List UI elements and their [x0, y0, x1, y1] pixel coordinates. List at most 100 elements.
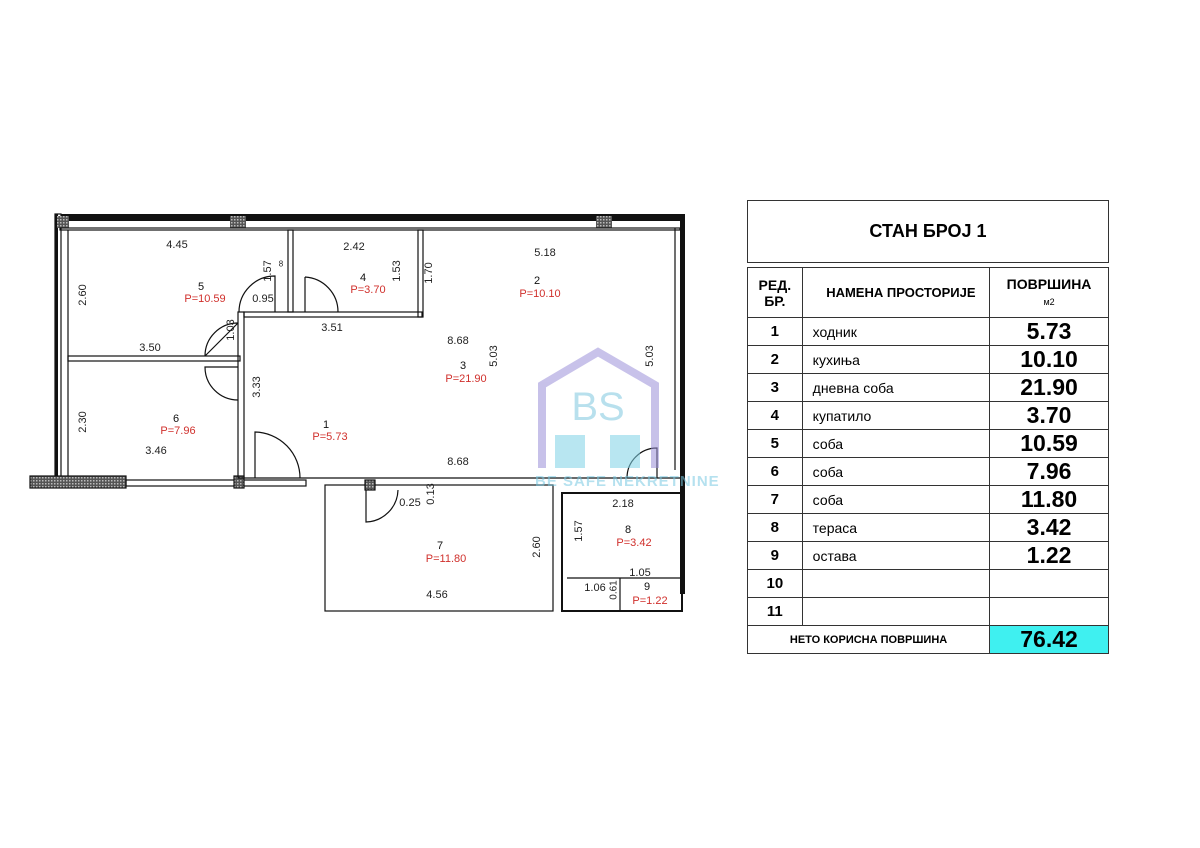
room-number: 2: [533, 275, 541, 287]
room-area-value: [989, 569, 1109, 598]
room-name: ходник: [801, 317, 991, 346]
room-area-value: 21.90: [989, 373, 1109, 402]
dimension: 2.18: [612, 498, 634, 510]
dimension: 2.60: [77, 284, 89, 306]
row-number: 5: [747, 429, 803, 458]
dimension: 4.56: [426, 589, 448, 601]
dimension: 2.30: [77, 411, 89, 433]
row-number: 6: [747, 457, 803, 486]
net-area-label: НЕТО КОРИСНА ПОВРШИНА: [746, 625, 991, 654]
dimension: 1.57: [262, 260, 274, 282]
dimension: 0.13: [425, 483, 437, 505]
net-area-row: НЕТО КОРИСНА ПОВРШИНА 76.42: [746, 625, 1109, 654]
room-area: P=10.10: [519, 288, 561, 300]
dimension: 1.70: [423, 262, 435, 284]
room-number: 3: [459, 360, 467, 372]
dimension: 0.25: [399, 497, 421, 509]
room-area-value: 10.59: [989, 429, 1109, 458]
room-name: остава: [801, 541, 991, 570]
dimension: 5.03: [488, 345, 500, 367]
room-name: тераса: [801, 513, 991, 542]
room-area-value: [989, 597, 1109, 626]
dimension: 3.50: [139, 342, 161, 354]
room-name: соба: [801, 457, 991, 486]
room-area: P=21.90: [445, 373, 487, 385]
room-number: 8: [624, 524, 632, 536]
dimension: 8.68: [447, 335, 469, 347]
room-area-value: 7.96: [989, 457, 1109, 486]
dimension: 5.18: [534, 247, 556, 259]
dimension: 3.51: [321, 322, 343, 334]
dimension: 4.45: [166, 239, 188, 251]
room-number: 1: [322, 419, 330, 431]
dimension: 2.42: [343, 241, 365, 253]
room-area: P=7.96: [160, 425, 196, 437]
row-number: 10: [747, 569, 803, 598]
room-number: 9: [643, 581, 651, 593]
header-no: РЕД. БР.: [747, 267, 803, 318]
dimension: 8: [278, 259, 284, 269]
room-number: 5: [197, 281, 205, 293]
dimension: 0.61: [608, 580, 620, 600]
room-area: P=3.70: [350, 284, 386, 296]
row-number: 3: [747, 373, 803, 402]
room-area-value: 3.42: [989, 513, 1109, 542]
room-number: 4: [359, 272, 367, 284]
row-number: 4: [747, 401, 803, 430]
dimension: 1.05: [629, 567, 651, 579]
table-row: 10: [747, 569, 1109, 598]
room-area: P=10.59: [184, 293, 226, 305]
row-number: 8: [747, 513, 803, 542]
watermark-logo: BS: [538, 347, 659, 468]
room-name: купатило: [801, 401, 991, 430]
room-area-value: 3.70: [989, 401, 1109, 430]
room-area: P=5.73: [312, 431, 348, 443]
table-row: 11: [747, 597, 1109, 626]
room-area: P=11.80: [425, 553, 467, 565]
room-area-value: 1.22: [989, 541, 1109, 570]
room-area: P=1.22: [632, 595, 668, 607]
room-area: P=3.42: [616, 537, 652, 549]
dimension: 1.06: [584, 582, 606, 594]
room-name: [801, 597, 991, 626]
room-name: соба: [801, 429, 991, 458]
room-name: дневна соба: [801, 373, 991, 402]
net-area-value: 76.42: [989, 625, 1109, 654]
room-number: 7: [436, 540, 444, 552]
room-number: 6: [172, 413, 180, 425]
row-number: 2: [747, 345, 803, 374]
dimension: 2.60: [531, 536, 543, 558]
svg-text:BS: BS: [571, 385, 624, 429]
dimension: 1.53: [391, 260, 403, 282]
room-area-value: 11.80: [989, 485, 1109, 514]
apartment-title: СТАН БРОЈ 1: [747, 200, 1109, 263]
header-unit: м2: [1043, 296, 1055, 307]
watermark-text: BE SAFE NEKRETNINE: [535, 473, 720, 490]
walls: [29, 213, 685, 612]
dimension: 3.33: [251, 376, 263, 398]
dimension: 8.68: [447, 456, 469, 468]
header-area: ПОВРШИНА м2: [989, 267, 1109, 318]
row-number: 11: [747, 597, 803, 626]
dimension: 0.95: [252, 293, 274, 305]
room-area-value: 10.10: [989, 345, 1109, 374]
room-name: соба: [801, 485, 991, 514]
row-number: 1: [747, 317, 803, 346]
dimension: 1.03: [225, 319, 237, 341]
dimension: 3.46: [145, 445, 167, 457]
row-number: 9: [747, 541, 803, 570]
room-name: кухиња: [801, 345, 991, 374]
row-number: 7: [747, 485, 803, 514]
header-area-label: ПОВРШИНА: [1006, 275, 1092, 292]
